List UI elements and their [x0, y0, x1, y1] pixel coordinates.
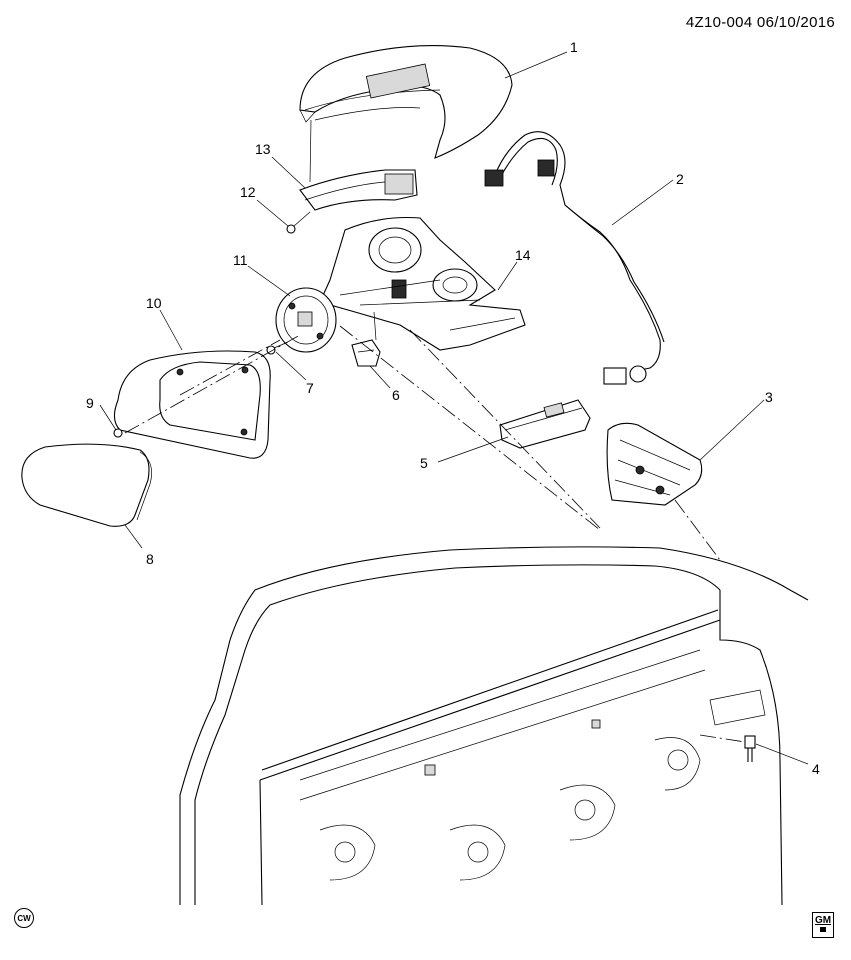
part-8-mirror-glass — [21, 443, 152, 527]
part-6-connector — [351, 339, 381, 367]
callout-10: 10 — [146, 295, 162, 311]
door-panel — [179, 546, 809, 906]
callout-6: 6 — [392, 387, 400, 403]
assembly-lines — [124, 119, 746, 743]
part-4-bolt — [744, 735, 756, 762]
cw-rotation-badge: CW — [14, 908, 34, 928]
part-13-turn-signal — [299, 169, 418, 211]
callout-1: 1 — [570, 39, 578, 55]
callout-7: 7 — [306, 380, 314, 396]
part-3-mirror-patch — [606, 422, 703, 506]
part-2-wiring-harness — [484, 131, 665, 385]
callout-2: 2 — [676, 171, 684, 187]
part-14-housing-base — [319, 217, 526, 351]
part-9-screw — [113, 428, 123, 438]
leader-lines — [99, 51, 809, 765]
part-10-mirror-frame — [113, 350, 271, 459]
part-12-screw — [286, 211, 311, 234]
gm-logo: GM — [812, 912, 834, 938]
callout-3: 3 — [765, 389, 773, 405]
part-11-actuator — [275, 287, 337, 353]
callout-8: 8 — [146, 551, 154, 567]
document-id: 4Z10-004 06/10/2016 — [685, 14, 835, 31]
gm-logo-letters: GM — [814, 915, 832, 926]
callout-11: 11 — [233, 252, 248, 268]
callout-4: 4 — [812, 761, 820, 777]
callout-5: 5 — [420, 455, 428, 471]
callout-9: 9 — [86, 395, 94, 411]
part-1-mirror-cover — [299, 45, 513, 159]
callout-12: 12 — [240, 184, 256, 200]
callout-14: 14 — [515, 247, 531, 263]
gm-logo-bar — [819, 927, 827, 932]
callout-13: 13 — [255, 141, 271, 157]
callout-labels: 1 2 3 4 5 6 7 8 9 10 11 12 13 14 — [86, 39, 820, 777]
part-5-switch-module — [499, 399, 591, 449]
